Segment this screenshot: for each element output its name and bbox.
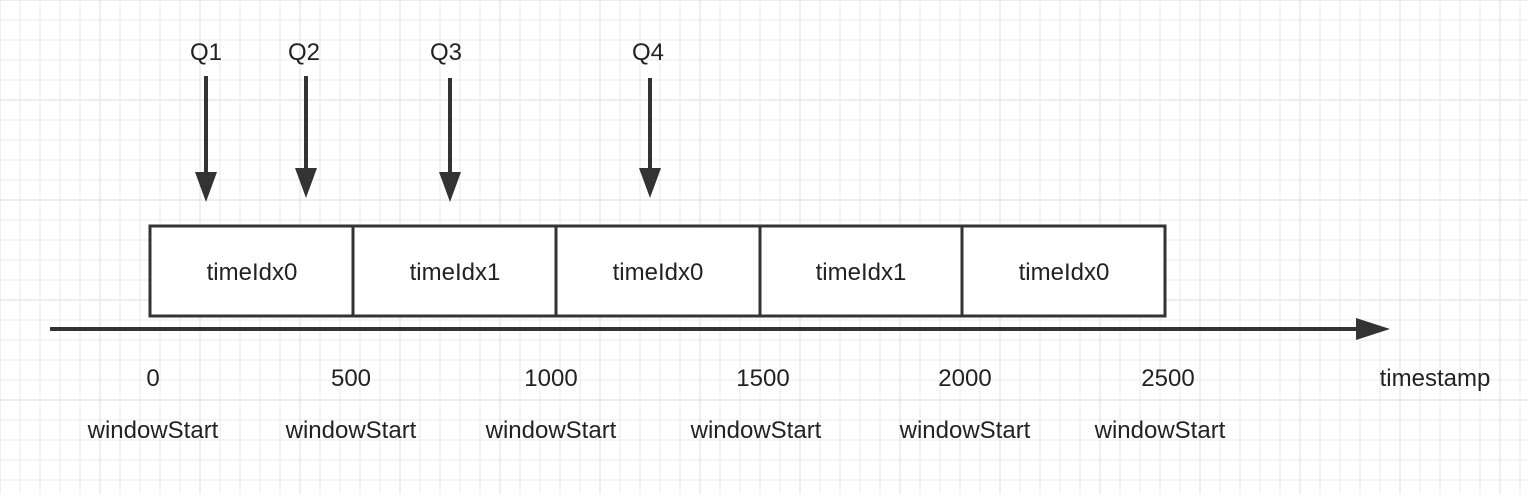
tick-label-2500: 2500 [1141, 365, 1194, 392]
window-start-label-4: windowStart [899, 417, 1031, 444]
query-label-q1: Q1 [190, 39, 222, 66]
query-arrow-q2: Q2 [288, 39, 320, 198]
window-box-1: timeIdx1 [351, 224, 558, 318]
query-arrow-q3: Q3 [430, 39, 462, 202]
query-label-q4: Q4 [632, 39, 664, 66]
query-arrow-q4: Q4 [632, 39, 664, 198]
query-label-q3: Q3 [430, 39, 462, 66]
tick-label-2000: 2000 [938, 365, 991, 392]
window-start-label-0: windowStart [87, 417, 219, 444]
window-box-2: timeIdx0 [554, 224, 762, 318]
tick-label-1500: 1500 [736, 365, 789, 392]
axis-label: timestamp [1380, 365, 1491, 392]
tick-label-0: 0 [146, 365, 159, 392]
timeline-axis [50, 318, 1390, 340]
tick-label-1000: 1000 [524, 365, 577, 392]
window-start-label-5: windowStart [1094, 417, 1226, 444]
window-label-4: timeIdx0 [1019, 259, 1110, 286]
window-label-2: timeIdx0 [613, 259, 704, 286]
window-box-0: timeIdx0 [148, 224, 355, 318]
window-label-0: timeIdx0 [207, 259, 298, 286]
window-label-1: timeIdx1 [410, 259, 501, 286]
window-start-label-2: windowStart [485, 417, 617, 444]
tick-label-500: 500 [331, 365, 371, 392]
query-arrow-q1: Q1 [190, 39, 222, 202]
window-label-3: timeIdx1 [816, 259, 907, 286]
query-label-q2: Q2 [288, 39, 320, 66]
window-box-3: timeIdx1 [758, 224, 964, 318]
window-start-label-3: windowStart [690, 417, 822, 444]
window-start-label-1: windowStart [285, 417, 417, 444]
window-box-4: timeIdx0 [960, 224, 1167, 318]
